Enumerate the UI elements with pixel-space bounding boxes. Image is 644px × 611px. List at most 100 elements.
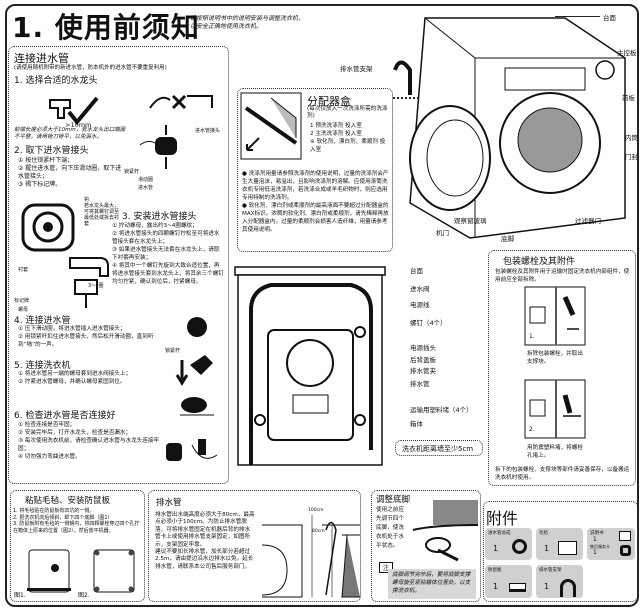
faucet-install-illustration	[69, 257, 109, 308]
part-label: 箱体	[410, 420, 423, 428]
part-label: 进水阀	[410, 285, 430, 293]
part-label: 门封	[625, 153, 638, 161]
part-label: 标记牌	[14, 298, 30, 304]
step-text: 拆除包装螺栓，并取出支撑块。	[527, 351, 583, 365]
accessory-name: 防鼠板	[488, 568, 502, 573]
section-text: 使用之前应先调节四个底脚，使洗衣机处于水平状态。	[376, 507, 404, 549]
section-text: 包装螺栓及其附件用于运输时固定洗衣机内部组件，使用前应全部拆除。	[495, 269, 630, 283]
accessory-qty: 1	[493, 544, 499, 553]
note-label: 注	[383, 565, 390, 572]
step-item: ④ 将其中一个螺钉先旋到大致合适位置，再将进水管接头套到水龙头上，将其余三个螺钉…	[112, 263, 224, 285]
note-badge: 注	[379, 562, 394, 573]
dispenser-section	[237, 88, 393, 252]
dispenser-item: 1 预洗洗涤剂 投入室	[310, 123, 362, 129]
accessory-item: 排水管支架 1	[536, 565, 583, 598]
accessory-name: 进水管总成	[488, 531, 511, 536]
step-list: 1. 将毛毡贴在防鼠板有凹坑的一侧。 2. 把洗衣机向后倾斜，卸下四个底脚（图1…	[13, 508, 143, 534]
drain-height-illustration	[261, 515, 360, 598]
step-item: ② 握住进水管，向下压滑动圈，取下进水管接头；	[18, 165, 122, 180]
accessory-item: 毛毡 1	[536, 528, 583, 560]
transit-bolts-section	[488, 250, 636, 486]
step-item: ③ 如果进水管接头无法套在水龙头上，请取下衬套再安装；	[112, 247, 220, 261]
fig2-illustration	[93, 549, 135, 593]
paragraph: ● 洗涤剂用量请参照洗涤剂的使用说明，过量的洗涤剂会产生大量泡沫，易溢出，且影响…	[242, 171, 389, 201]
dimension-label: >10mm	[65, 121, 92, 129]
section-note: (每次仅放入一次洗涤所需的洗涤剂)	[307, 106, 388, 119]
part-label: 电源线	[410, 301, 430, 309]
step-item: ③ 每次使用洗衣机前，请检查确认进水管与水龙头连接牢固；	[18, 438, 160, 452]
page-title: 1. 使用前须知	[12, 11, 200, 44]
step-title: 3. 安装进水管接头	[122, 212, 197, 222]
accessory-qty: 1	[544, 582, 550, 591]
leak-check-illustration	[166, 439, 218, 461]
part-label: 后背盖板	[410, 356, 436, 364]
step-title: 1. 选择合适的水龙头	[14, 76, 98, 86]
connect-inlet-section	[8, 46, 229, 484]
step-number: 2.	[529, 426, 535, 433]
dimension-label: 100cm	[308, 508, 324, 513]
part-label: 锁紧杆	[165, 348, 181, 354]
section-heading: 粘贴毛毡、安装防鼠板	[25, 496, 111, 506]
washer-back-illustration	[234, 266, 386, 466]
felt-icon	[558, 541, 577, 555]
step-item: ① 压下滑动圈，将进水管插入进水管接头；	[18, 326, 126, 332]
page-subtitle: 请按照说明书中的说明安装与调整洗衣机， 以安全正确地使用洗衣机。	[190, 15, 304, 31]
part-label: 锁紧杆	[124, 169, 140, 175]
plug-hole-illustration	[524, 379, 586, 439]
part-label: 若水龙头最大，可将其螺钉调至最低处或拆去衬套	[84, 203, 120, 227]
step-list: ① 将进水管另一端的螺母套到进水阀接头上； ② 拧紧进水管螺母，并确认螺母紧固到…	[18, 370, 158, 386]
accessory-name: 毛毡	[539, 531, 548, 536]
dispenser-drawer-illustration	[240, 92, 302, 160]
step-title: 5. 连接洗衣机	[14, 361, 71, 371]
part-label: 滑动圈	[138, 177, 154, 183]
step-title: 6. 检查进水管是否连接好	[14, 411, 116, 421]
dispenser-list: 1 预洗洗涤剂 投入室 2 主洗洗涤剂 投入室 ※ 软化剂、漂白剂、柔顺剂 投入…	[310, 122, 390, 154]
step-number: 1.	[529, 333, 535, 340]
part-label: 电源插头	[410, 344, 436, 352]
step-list: ① 检查连接是否牢固； ② 安装完毕后，打开水龙头，检查是否漏水； ③ 每次使用…	[18, 421, 168, 461]
step-list: ① 按住锁紧杆下端； ② 握住进水管，向下压滑动圈，取下进水管接头； ③ 揭下标…	[18, 157, 123, 189]
part-label: 进水管	[138, 185, 154, 191]
leader-line	[555, 16, 600, 17]
dispenser-text: ● 洗涤剂用量请参照洗涤剂的使用说明，过量的洗涤剂会产生大量泡沫，易溢出，且影响…	[242, 170, 390, 234]
wall-distance-note: 洗衣机距离墙至少5cm	[395, 440, 483, 456]
note-text: 底脚调节完毕后，要将底脚支撑螺母旋至紧贴箱体位置处，以支撑洗衣机。	[388, 569, 476, 599]
dispenser-item: ※ 软化剂、漂白剂、柔顺剂 投入室	[310, 139, 386, 153]
dimension-label: 80cm	[312, 529, 325, 534]
part-label: 排水管	[410, 380, 430, 388]
step-item: ① 检查连接是否牢固；	[18, 422, 76, 428]
section-heading: 附件	[486, 509, 519, 528]
part-label: 3~4圈	[88, 283, 104, 289]
part-label: 过滤器门	[575, 217, 601, 225]
figure-label: 图1.	[14, 592, 26, 599]
connector-top-illustration	[21, 203, 75, 252]
step-list: ① 压下滑动圈，将进水管插入进水管接头； ② 用锁紧杆扣住进水管接头，然后松开滑…	[18, 325, 158, 349]
paragraph: 建议不要加长排水管，加长部分若超过2.5m，请由提边沿水边排水以免，延长排水管，…	[155, 549, 254, 570]
faucet-ok-illustration	[49, 96, 99, 126]
accessory-item: 防鼠板 1	[485, 565, 532, 598]
accessory-name: 说明书	[590, 531, 604, 536]
figure-label: 图2.	[78, 592, 90, 599]
hose-icon	[512, 539, 527, 554]
part-label: 运输用塑料堵（4个）	[410, 406, 473, 414]
paragraph: 排水管出水端高度必须大于80cm，最高点必须小于100cm。为防止排水管脱落，可…	[155, 512, 255, 548]
step-item: ① 将进水管另一端的螺母套到进水阀接头上；	[18, 371, 132, 377]
step-item: ② 用锁紧杆扣住进水管接头，然后松开滑动圈，直到听到“啪”的一声。	[18, 334, 154, 348]
section-heading: 调整底脚	[376, 495, 411, 505]
fig1-illustration	[27, 549, 71, 593]
rodent-board-section	[10, 490, 145, 602]
section-heading: 连接进水管	[14, 52, 69, 65]
accessory-qty: 1	[593, 549, 597, 556]
remove-bolt-illustration	[524, 286, 586, 346]
part-label: 机门	[436, 229, 449, 237]
foot-adjust-illustration	[412, 500, 479, 562]
step-item: ② 将进水管接头的四颗螺钉拧松至可将进水管接头套在水龙头上；	[112, 231, 220, 245]
accessory-name: 售后服务卡	[590, 544, 610, 549]
subtitle-line: 以安全正确地使用洗衣机。	[190, 23, 263, 30]
step-item: ② 安装完毕后，打开水龙头，检查是否漏水；	[18, 430, 132, 436]
accessories-section	[483, 501, 638, 602]
adjust-feet-section	[371, 490, 481, 602]
faucet-wrong-illustration	[149, 94, 213, 110]
accessory-qty: 1	[493, 582, 499, 591]
part-label: 钩	[84, 197, 90, 203]
